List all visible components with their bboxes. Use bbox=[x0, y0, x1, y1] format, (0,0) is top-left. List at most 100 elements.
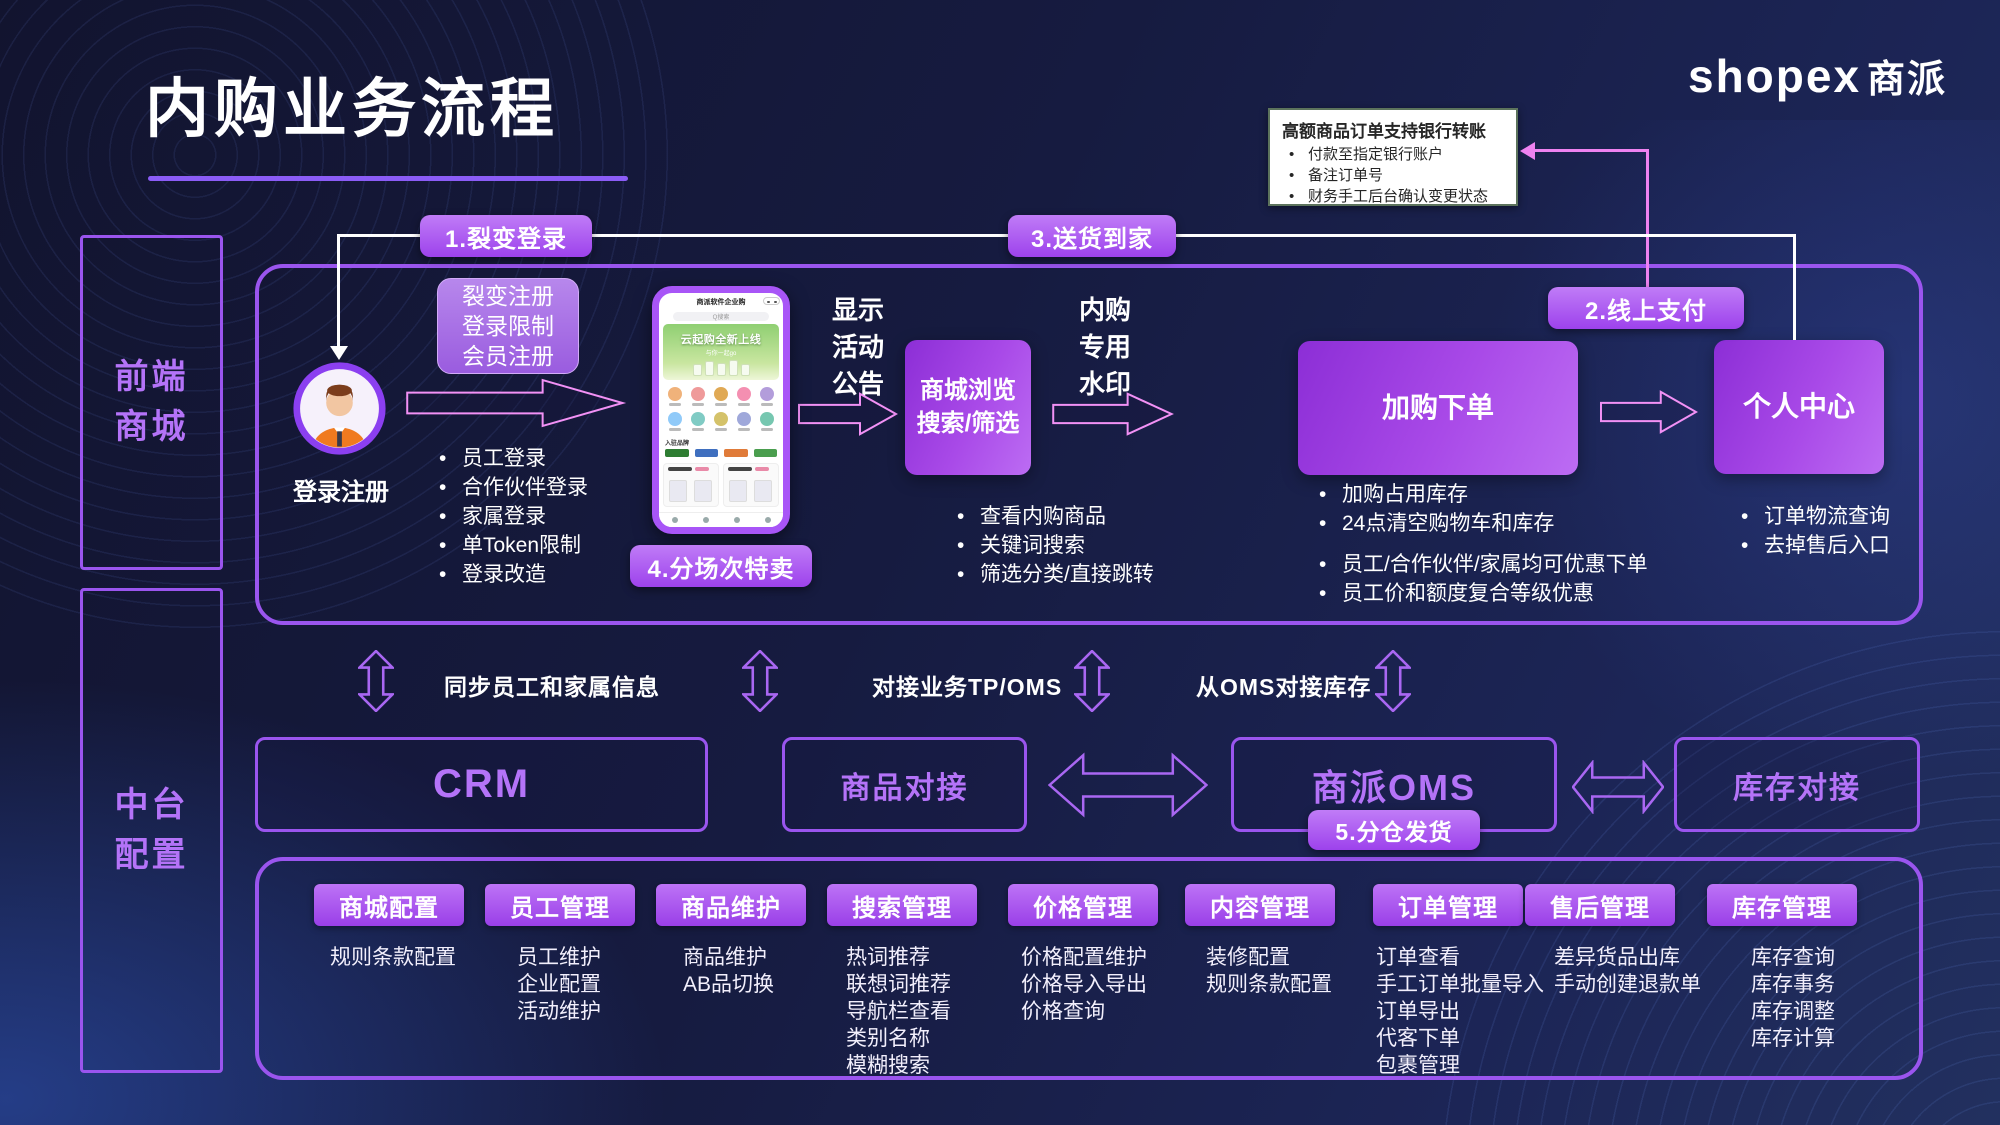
config-button-search: 搜索管理 bbox=[827, 884, 977, 926]
config-container bbox=[255, 857, 1923, 1080]
avatar-icon bbox=[293, 362, 386, 455]
profile-center-box: 个人中心 bbox=[1714, 340, 1884, 474]
badge-step4: 4.分场次特卖 bbox=[630, 545, 812, 587]
phone-category-item bbox=[710, 409, 733, 434]
phone-product-sections bbox=[663, 463, 779, 507]
phone-brand-row bbox=[665, 447, 777, 459]
list-item: 合作伙伴登录 bbox=[432, 473, 642, 502]
config-button-inventory: 库存管理 bbox=[1707, 884, 1857, 926]
list-item: 关键词搜索 bbox=[950, 531, 1210, 560]
list-item: 24点清空购物车和库存 bbox=[1312, 509, 1712, 538]
badge-step2: 2.线上支付 bbox=[1548, 287, 1744, 329]
list-item: 订单物流查询 bbox=[1734, 502, 1954, 531]
config-button-order: 订单管理 bbox=[1373, 884, 1523, 926]
title-underline bbox=[148, 176, 628, 181]
list-item: 登录改造 bbox=[432, 560, 642, 589]
list-item: 员工/合作伙伴/家属均可优惠下单 bbox=[1312, 550, 1732, 579]
phone-category-item bbox=[664, 384, 687, 409]
note-connector-v bbox=[1646, 149, 1649, 288]
config-button-mall: 商城配置 bbox=[314, 884, 464, 926]
cart-points-secondary-list: 员工/合作伙伴/家属均可优惠下单员工价和额度复合等级优惠 bbox=[1312, 550, 1732, 608]
list-item: 价格配置维护 bbox=[1021, 946, 1147, 969]
cart-points-primary-list: 加购占用库存24点清空购物车和库存 bbox=[1312, 480, 1712, 538]
sync-label-left: 同步员工和家属信息 bbox=[444, 674, 660, 700]
sync-arrow-icon bbox=[358, 650, 394, 712]
lane-frontend-mall: 前端 商城 bbox=[80, 235, 223, 570]
config-button-price: 价格管理 bbox=[1008, 884, 1158, 926]
list-item: 家属登录 bbox=[432, 502, 642, 531]
phone-capsule-icon bbox=[763, 297, 780, 305]
phone-category-item bbox=[755, 384, 778, 409]
list-item: 联想词推荐 bbox=[846, 973, 951, 996]
list-item: 活动维护 bbox=[517, 1000, 601, 1023]
frontend-flow-container bbox=[255, 264, 1923, 625]
config-list-content: 装修配置规则条款配置 bbox=[1206, 944, 1332, 998]
inventory-link-box: 库存对接 bbox=[1674, 737, 1920, 832]
phone-banner-subtitle: 与你一起go bbox=[705, 351, 737, 357]
logo-cn-text: 商派 bbox=[1867, 59, 1948, 101]
arrow-mall-to-browse-icon bbox=[798, 392, 898, 436]
config-button-staff: 员工管理 bbox=[485, 884, 635, 926]
list-item: 筛选分类/直接跳转 bbox=[950, 560, 1210, 589]
login-register-label: 登录注册 bbox=[293, 479, 389, 506]
browse-points-list: 查看内购商品关键词搜索筛选分类/直接跳转 bbox=[950, 502, 1210, 589]
phone-banner-products bbox=[671, 360, 771, 376]
phone-tabbar bbox=[659, 512, 783, 527]
list-item: 装修配置 bbox=[1206, 946, 1290, 969]
list-item: 类别名称 bbox=[846, 1027, 930, 1050]
notice-annotation: 显示 活动 公告 bbox=[831, 295, 884, 399]
list-item: 包裹管理 bbox=[1376, 1054, 1460, 1077]
list-item: 价格查询 bbox=[1021, 1000, 1105, 1023]
login-points-list: 员工登录合作伙伴登录家属登录单Token限制登录改造 bbox=[432, 444, 642, 589]
phone-category-item bbox=[732, 409, 755, 434]
phone-banner: 云起购全新上线 与你一起go bbox=[663, 324, 779, 380]
config-list-staff: 员工维护企业配置活动维护 bbox=[517, 944, 601, 1025]
list-item: 导航栏查看 bbox=[846, 1000, 951, 1023]
phone-banner-title: 云起购全新上线 bbox=[680, 334, 762, 346]
list-item: 热词推荐 bbox=[846, 946, 930, 969]
config-list-order: 订单查看手工订单批量导入订单导出代客下单包裹管理 bbox=[1376, 944, 1544, 1079]
note-connector-h bbox=[1533, 149, 1649, 152]
phone-category-item bbox=[687, 384, 710, 409]
badge-step1: 1.裂变登录 bbox=[420, 215, 592, 257]
phone-category-item bbox=[755, 409, 778, 434]
flow-line-to-profile bbox=[1793, 234, 1796, 340]
list-item: 员工维护 bbox=[517, 946, 601, 969]
config-button-content: 内容管理 bbox=[1185, 884, 1335, 926]
list-item: 库存事务 bbox=[1751, 973, 1835, 996]
list-item: 订单查看 bbox=[1376, 946, 1460, 969]
config-button-product: 商品维护 bbox=[656, 884, 806, 926]
note-arrowhead-icon bbox=[1520, 142, 1535, 160]
list-item: 订单导出 bbox=[1376, 1000, 1460, 1023]
phone-brands-label: 入驻品牌 bbox=[665, 441, 690, 447]
sync-label-right: 从OMS对接库存 bbox=[1196, 674, 1372, 700]
list-item: 手动创建退款单 bbox=[1554, 973, 1701, 996]
double-arrow-icon bbox=[1572, 760, 1664, 814]
phone-category-item bbox=[687, 409, 710, 434]
config-list-inventory: 库存查询库存事务库存调整库存计算 bbox=[1751, 944, 1835, 1052]
sync-arrow-icon bbox=[742, 650, 778, 712]
shopex-logo: shopex 商派 bbox=[1688, 48, 1947, 103]
page-title: 内购业务流程 bbox=[145, 73, 559, 145]
product-link-box: 商品对接 bbox=[782, 737, 1027, 832]
list-item: 库存计算 bbox=[1751, 1027, 1835, 1050]
list-item: 查看内购商品 bbox=[950, 502, 1210, 531]
decor-glow-bottomleft bbox=[0, 620, 760, 1125]
list-item: 财务手工后台确认变更状态 bbox=[1280, 186, 1506, 207]
list-item: 代客下单 bbox=[1376, 1027, 1460, 1050]
logo-text: shopex bbox=[1688, 50, 1862, 102]
list-item: 企业配置 bbox=[517, 973, 601, 996]
phone-category-item bbox=[732, 384, 755, 409]
note-list: 付款至指定银行账户备注订单号财务手工后台确认变更状态 bbox=[1280, 144, 1506, 207]
badge-step3: 3.送货到家 bbox=[1008, 215, 1176, 257]
sync-arrow-icon bbox=[1074, 650, 1110, 712]
list-item: 商品维护 bbox=[683, 946, 767, 969]
lane-midplatform-config: 中台 配置 bbox=[80, 588, 223, 1073]
list-item: 规则条款配置 bbox=[1206, 973, 1332, 996]
phone-category-item bbox=[710, 384, 733, 409]
browse-search-box: 商城浏览 搜索/筛选 bbox=[905, 340, 1031, 475]
list-item: 员工价和额度复合等级优惠 bbox=[1312, 579, 1732, 608]
config-list-mall: 规则条款配置 bbox=[330, 944, 456, 971]
